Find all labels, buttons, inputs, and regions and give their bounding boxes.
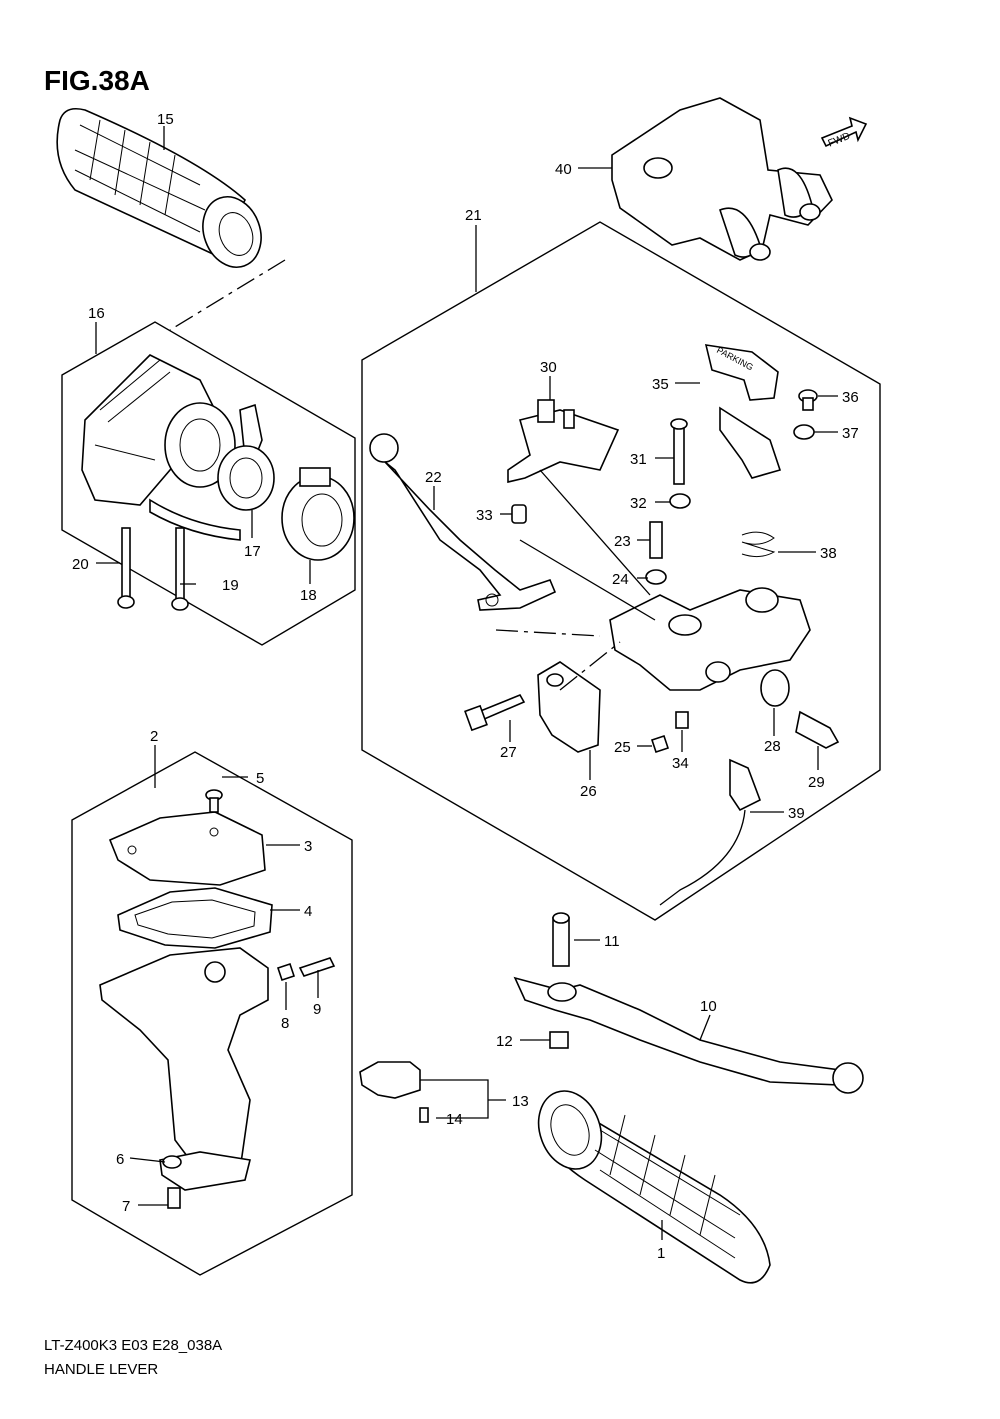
washer-37	[793, 424, 815, 440]
callout-21: 21	[465, 207, 482, 224]
nut-25	[650, 734, 670, 754]
screw-14	[419, 1107, 429, 1123]
callout-16: 16	[88, 305, 105, 322]
clamp-26	[537, 661, 601, 753]
parking-bracket-35: PARKING	[704, 344, 782, 479]
washer-24	[645, 569, 667, 585]
callout-10: 10	[700, 998, 717, 1015]
cap-28	[760, 669, 790, 707]
callout-5: 5	[256, 770, 264, 787]
callout-26: 26	[580, 783, 597, 800]
frame-2	[71, 751, 353, 1276]
footer-name: HANDLE LEVER	[44, 1361, 158, 1378]
throttle-lever-17	[217, 403, 275, 511]
bolt-31	[670, 418, 688, 485]
callout-33: 33	[476, 507, 493, 524]
callout-3: 3	[304, 838, 312, 855]
callout-6: 6	[116, 1151, 124, 1168]
fwd-label: FWD	[827, 131, 852, 150]
pivot-bolt-11	[552, 912, 570, 967]
figure-title: FIG.38A	[44, 65, 150, 96]
callout-19: 19	[222, 577, 239, 594]
adjuster-29	[795, 710, 840, 749]
lever-cover-40	[611, 97, 833, 261]
callout-8: 8	[281, 1015, 289, 1032]
frame-21	[361, 221, 881, 921]
bracket-30	[507, 399, 620, 484]
screw-19	[171, 527, 189, 611]
pivot-23	[649, 521, 663, 559]
housing-assembly	[99, 947, 269, 1191]
callout-31: 31	[630, 451, 647, 468]
washer-32	[669, 493, 691, 509]
callout-20: 20	[72, 556, 89, 573]
switch-13	[359, 1061, 421, 1099]
callout-34: 34	[672, 755, 689, 772]
callout-35: 35	[652, 376, 669, 393]
screw-20	[117, 527, 135, 609]
washer-6	[162, 1155, 182, 1169]
callout-32: 32	[630, 495, 647, 512]
screw-36	[798, 389, 818, 411]
footer-code: LT-Z400K3 E03 E28_038A	[44, 1337, 222, 1354]
left-grip-15	[56, 107, 262, 268]
gasket-4	[117, 887, 273, 949]
callout-22: 22	[425, 469, 442, 486]
callout-2: 2	[150, 728, 158, 745]
callout-7: 7	[122, 1198, 130, 1215]
callout-23: 23	[614, 533, 631, 550]
bushing-33	[511, 504, 527, 524]
nut-34	[675, 711, 689, 729]
frame-16	[61, 321, 356, 646]
callout-15: 15	[157, 111, 174, 128]
nut-8	[276, 962, 296, 982]
callout-1: 1	[657, 1245, 665, 1262]
bolt-7	[167, 1187, 181, 1209]
callout-25: 25	[614, 739, 631, 756]
screw-5	[205, 789, 223, 813]
callout-17: 17	[244, 543, 261, 560]
callout-12: 12	[496, 1033, 513, 1050]
callout-28: 28	[764, 738, 781, 755]
master-cylinder	[609, 587, 811, 691]
callout-24: 24	[612, 571, 629, 588]
throttle-housing-18	[281, 467, 355, 561]
callout-30: 30	[540, 359, 557, 376]
fwd-arrow-icon: FWD	[820, 116, 868, 150]
lever-10	[513, 976, 864, 1094]
callout-18: 18	[300, 587, 317, 604]
spring-38	[741, 531, 776, 558]
callout-40: 40	[555, 161, 572, 178]
callout-37: 37	[842, 425, 859, 442]
callout-38: 38	[820, 545, 837, 562]
bolt-27	[464, 693, 526, 732]
callout-9: 9	[313, 1001, 321, 1018]
callout-39: 39	[788, 805, 805, 822]
nut-12	[549, 1031, 569, 1049]
callout-14: 14	[446, 1111, 463, 1128]
right-grip-1	[537, 1090, 771, 1284]
callout-29: 29	[808, 774, 825, 791]
callout-4: 4	[304, 903, 312, 920]
switch-39	[659, 758, 762, 906]
callout-13: 13	[512, 1093, 529, 1110]
callout-27: 27	[500, 744, 517, 761]
lever-22	[369, 433, 557, 611]
callout-11: 11	[604, 933, 620, 950]
cover-3	[108, 811, 266, 886]
handlebar-switch-16	[81, 354, 241, 541]
callout-36: 36	[842, 389, 859, 406]
bolt-9	[298, 957, 336, 977]
